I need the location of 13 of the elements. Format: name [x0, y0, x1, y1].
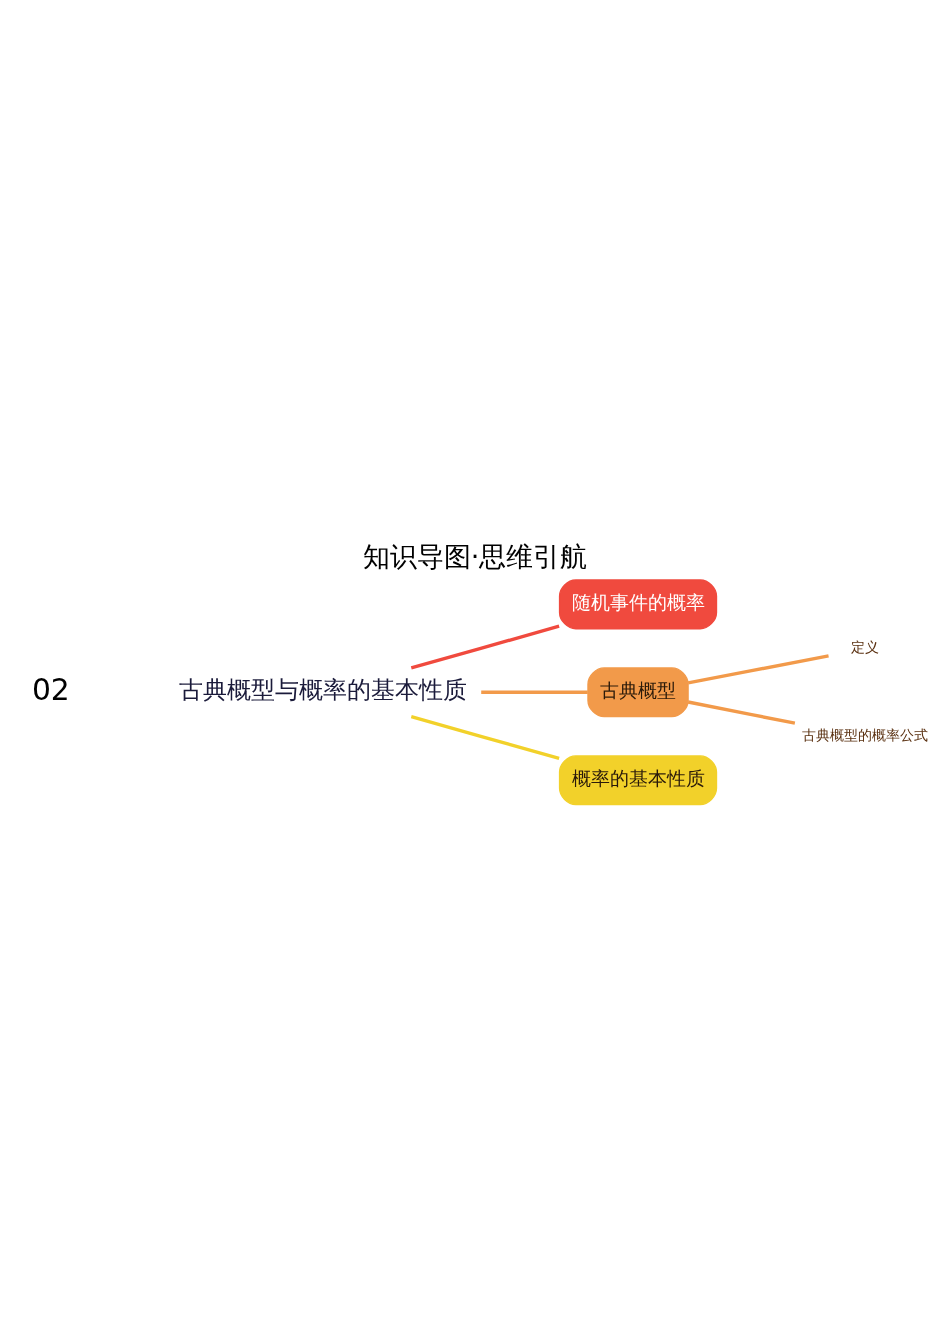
- connector: [410, 715, 560, 760]
- node-text: 定义: [851, 639, 880, 656]
- node-box: 随机事件的概率: [558, 579, 718, 630]
- node-text: 古典概型与概率的基本性质: [179, 675, 468, 705]
- connector: [410, 624, 560, 670]
- label: 02: [31, 671, 70, 707]
- connector: [687, 654, 829, 685]
- connector: [687, 700, 796, 725]
- node-box: 概率的基本性质: [558, 755, 718, 806]
- node-box: 古典概型: [587, 667, 689, 718]
- connector: [481, 690, 588, 694]
- node-text: 古典概型的概率公式: [802, 727, 929, 744]
- diagram-title: 知识导图·思维引航: [362, 541, 588, 573]
